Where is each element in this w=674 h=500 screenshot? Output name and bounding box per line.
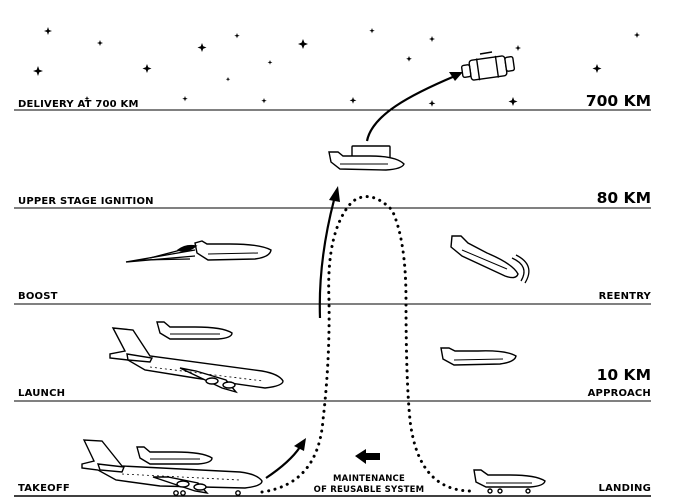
maintenance-label-line1: MAINTENANCE <box>333 474 405 484</box>
stage-boost-label: BOOST <box>18 291 58 302</box>
dotted-flight-path <box>260 195 472 494</box>
exhaust-plume <box>125 244 198 263</box>
carrier-aircraft-icon <box>81 439 263 496</box>
star-icon <box>33 27 640 107</box>
satellite-icon <box>460 51 516 81</box>
spaceplane-icon <box>440 347 517 366</box>
spaceplane-icon <box>156 321 233 340</box>
arrow-icon <box>365 72 463 142</box>
stage-launch-label: LAUNCH <box>18 388 66 399</box>
stage-upper-stage-label: UPPER STAGE IGNITION <box>18 196 154 207</box>
spaceplane-icon <box>473 469 546 494</box>
altitude-lines <box>14 109 651 497</box>
arrow-icon <box>355 449 380 464</box>
stage-approach-label: APPROACH <box>587 388 651 399</box>
spaceplane-icon <box>450 235 519 279</box>
altitude-10km-label: 10 KM <box>596 366 651 384</box>
spaceplane-icon <box>328 145 405 171</box>
arrow-icon <box>318 186 340 319</box>
altitude-80km-label: 80 KM <box>596 189 651 207</box>
arrow-icon <box>265 438 306 479</box>
stage-reentry-label: REENTRY <box>598 291 651 302</box>
spaceplane-icon <box>136 446 213 465</box>
carrier-aircraft-icon <box>109 327 284 394</box>
stage-takeoff-label: TAKEOFF <box>18 483 70 494</box>
spaceplane-icon <box>194 240 272 261</box>
reentry-trail <box>511 254 530 284</box>
stage-landing-label: LANDING <box>598 483 651 494</box>
maintenance-label-line2: OF REUSABLE SYSTEM <box>313 485 425 495</box>
altitude-700km-label: 700 KM <box>585 92 651 110</box>
stage-delivery-label: DELIVERY AT 700 KM <box>18 99 139 110</box>
